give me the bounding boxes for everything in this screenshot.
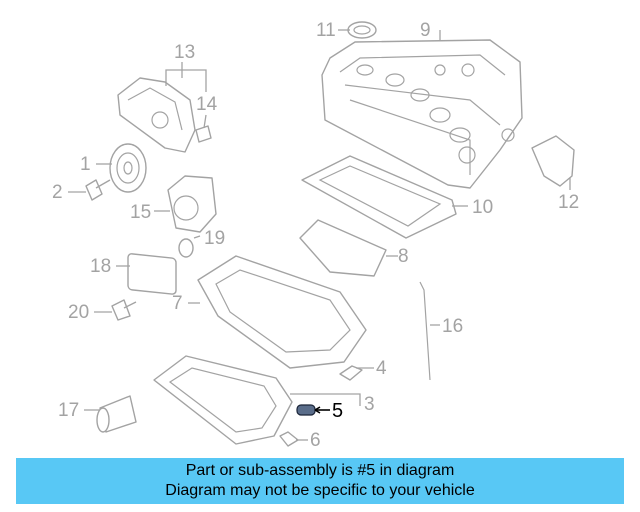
- part-11-oil-cap: [347, 21, 377, 39]
- callout-17: 17: [58, 400, 79, 421]
- callout-10: 10: [472, 197, 493, 218]
- callout-8: 8: [398, 246, 409, 267]
- part-2-bolt: [85, 179, 111, 201]
- callout-16: 16: [442, 316, 463, 337]
- callout-15: 15: [130, 202, 151, 223]
- callout-20: 20: [68, 302, 89, 323]
- part-4-sensor: [339, 365, 363, 381]
- part-8-baffle: [299, 219, 387, 277]
- callout-7: 7: [172, 293, 183, 314]
- callout-18: 18: [90, 256, 111, 277]
- part-6-drain-plug: [279, 431, 299, 447]
- callout-3: 3: [364, 394, 375, 415]
- callout-1: 1: [80, 154, 91, 175]
- part-16-dipstick: [419, 281, 431, 381]
- banner-line-part-number: Part or sub-assembly is #5 in diagram: [185, 462, 455, 479]
- part-13-timing-cover: [117, 77, 196, 153]
- part-20-bolt: [111, 299, 137, 321]
- leader-arrow-5: [314, 406, 321, 414]
- callout-11: 11: [316, 20, 336, 41]
- part-19-o-ring: [178, 238, 194, 258]
- part-1-pulley: [109, 143, 147, 193]
- part-9-valve-cover: [321, 39, 523, 189]
- callout-5-highlighted: 5: [332, 400, 343, 422]
- callout-12: 12: [558, 192, 579, 213]
- callout-14: 14: [196, 94, 218, 115]
- part-3-lower-oil-pan: [153, 355, 293, 445]
- callout-4: 4: [376, 358, 387, 379]
- callout-2: 2: [52, 182, 63, 203]
- part-5-highlighted-plug: [296, 404, 316, 416]
- callout-9: 9: [420, 20, 431, 41]
- info-banner: Part or sub-assembly is #5 in diagram Di…: [16, 458, 624, 504]
- part-15-seal-housing: [167, 175, 217, 233]
- part-12-cover: [531, 135, 575, 187]
- part-10-gasket: [301, 155, 457, 239]
- leader-lines: [68, 29, 571, 441]
- callout-13: 13: [174, 42, 195, 63]
- part-18-oil-cooler: [127, 253, 177, 295]
- callout-19: 19: [204, 228, 225, 249]
- part-14-clip: [195, 125, 212, 143]
- callout-6: 6: [310, 430, 321, 451]
- part-7-upper-oil-pan: [197, 255, 367, 369]
- banner-line-disclaimer: Diagram may not be specific to your vehi…: [165, 482, 475, 499]
- callout-labels: 11 9 13 14 1 2 15 12 10 19 8 18 7 20 16 …: [52, 20, 579, 451]
- part-17-oil-filter: [96, 395, 137, 433]
